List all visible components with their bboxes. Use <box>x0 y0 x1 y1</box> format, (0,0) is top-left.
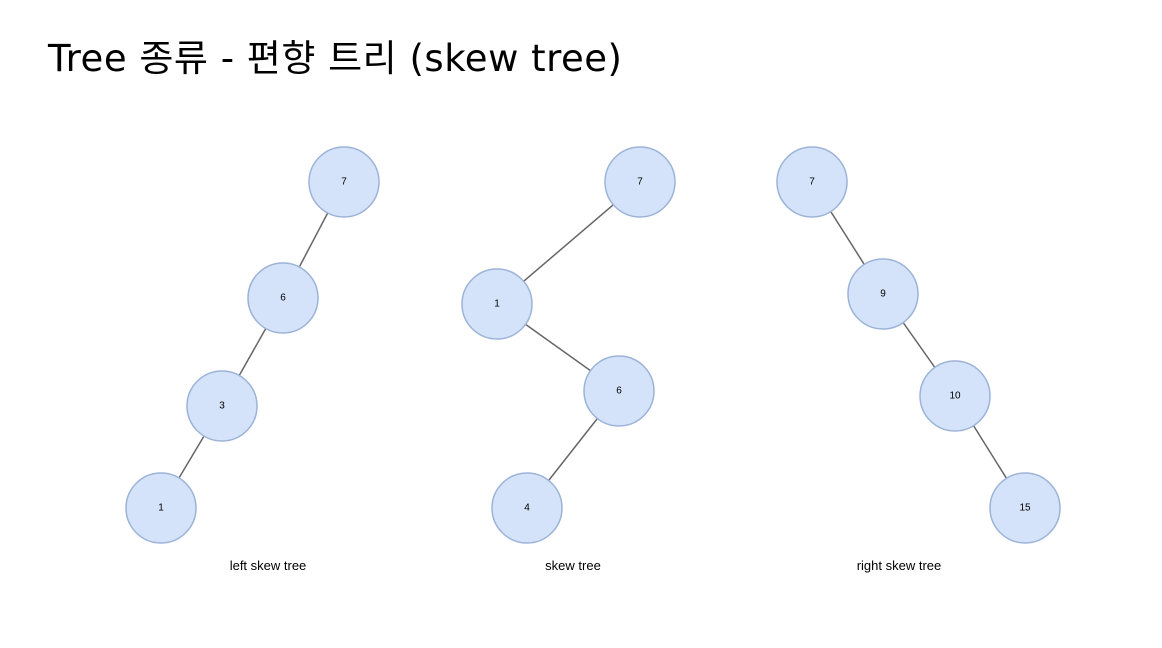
node-label: 10 <box>949 391 961 402</box>
tree-node: 4 <box>491 472 563 544</box>
node-label: 15 <box>1019 503 1031 514</box>
node-label: 9 <box>880 289 886 300</box>
tree-node: 6 <box>583 355 655 427</box>
tree-caption: skew tree <box>545 558 601 573</box>
slide-title: Tree 종류 - 편향 트리 (skew tree) <box>48 37 623 80</box>
left-skew-tree: 7 6 3 1 left skew tree <box>125 146 380 573</box>
right-skew-tree: 7 9 10 15 right skew tree <box>776 146 1061 573</box>
tree-node: 15 <box>989 472 1061 544</box>
tree-node: 1 <box>461 268 533 340</box>
tree-node: 7 <box>604 146 676 218</box>
node-label: 6 <box>280 293 286 304</box>
node-label: 1 <box>158 503 164 514</box>
tree-node: 10 <box>919 360 991 432</box>
node-label: 4 <box>524 503 530 514</box>
tree-caption: left skew tree <box>230 558 307 573</box>
zigzag-skew-tree: 7 1 6 4 skew tree <box>461 146 676 573</box>
tree-node: 9 <box>847 258 919 330</box>
node-label: 6 <box>616 386 622 397</box>
tree-node: 1 <box>125 472 197 544</box>
node-label: 1 <box>494 299 500 310</box>
node-label: 7 <box>341 177 347 188</box>
tree-node: 7 <box>308 146 380 218</box>
node-label: 3 <box>219 401 225 412</box>
tree-node: 7 <box>776 146 848 218</box>
tree-node: 3 <box>186 370 258 442</box>
tree-node: 6 <box>247 262 319 334</box>
node-label: 7 <box>809 177 815 188</box>
tree-caption: right skew tree <box>857 558 942 573</box>
node-label: 7 <box>637 177 643 188</box>
